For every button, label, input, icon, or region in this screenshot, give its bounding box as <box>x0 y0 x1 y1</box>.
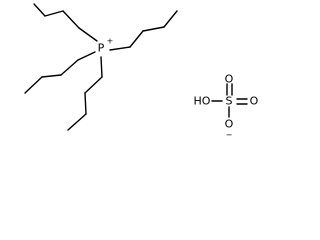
oxide-bottom-label: O <box>225 118 234 131</box>
phosphonium-cation: P + <box>24 3 178 131</box>
oxo-top-label: O <box>225 73 234 86</box>
butyl-chain-lower <box>67 56 103 131</box>
oxide-charge: − <box>226 131 233 140</box>
oxo-right-label: O <box>250 95 259 108</box>
phosphorus-atom-label: P <box>98 42 105 55</box>
structure-diagram: P + HO S O O O − <box>24 3 259 140</box>
butyl-chain-upper <box>33 3 98 42</box>
phosphonium-charge: + <box>107 37 114 46</box>
hydroxyl-label: HO <box>194 95 211 108</box>
butyl-chain-right <box>109 10 178 51</box>
hydrogen-sulfate-anion: HO S O O O − <box>194 73 259 140</box>
sulfur-atom-label: S <box>226 95 233 108</box>
butyl-chain-left <box>24 51 96 94</box>
